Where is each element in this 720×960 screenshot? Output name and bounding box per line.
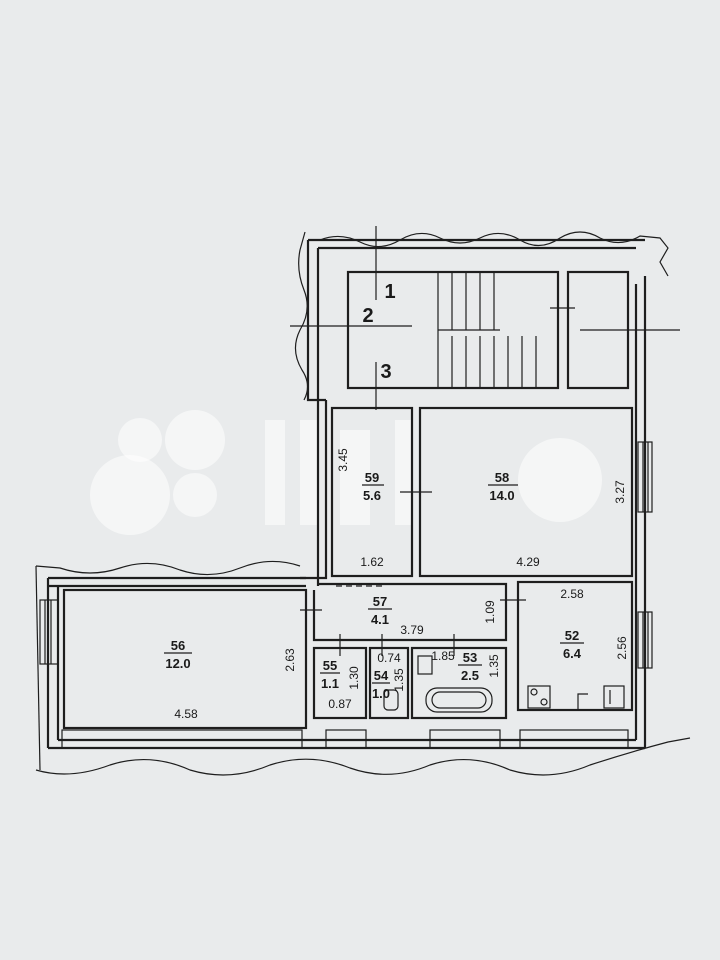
staircase [290, 226, 680, 410]
dimension-label: 4.29 [516, 555, 540, 569]
room-area: 1.0 [372, 686, 390, 701]
staircase-mark-2: 2 [362, 305, 373, 327]
break-lines [35, 231, 691, 776]
sink-fixture [417, 655, 433, 675]
dimension-label: 4.58 [174, 707, 198, 721]
room-number: 53 [463, 650, 477, 665]
room-area: 12.0 [165, 656, 190, 671]
dimension-label: 2.63 [283, 648, 297, 672]
room-53: 53 2.5 [458, 650, 482, 683]
windows [39, 441, 653, 749]
dimension-label: 1.85 [431, 649, 455, 663]
room-52: 52 6.4 [560, 628, 584, 661]
room-area: 5.6 [363, 488, 381, 503]
room-number: 52 [565, 628, 579, 643]
room-58: 58 14.0 [488, 470, 518, 503]
dimension-label: 3.45 [336, 448, 350, 472]
dimension-label: 1.30 [347, 666, 361, 690]
room-area: 4.1 [371, 612, 389, 627]
dimension-label: 2.56 [615, 636, 629, 660]
kitchen-fixtures [527, 685, 625, 710]
dimension-label: 3.79 [400, 623, 424, 637]
dimension-label: 1.35 [487, 654, 501, 678]
room-area: 14.0 [489, 488, 514, 503]
room-number: 56 [171, 638, 185, 653]
dimension-label: 1.35 [392, 668, 406, 692]
room-59: 59 5.6 [362, 470, 384, 503]
dimension-label: 0.74 [377, 651, 401, 665]
room-57: 57 4.1 [368, 594, 392, 627]
room-number: 59 [365, 470, 379, 485]
room-area: 2.5 [461, 668, 479, 683]
avito-watermark [90, 410, 602, 535]
dimension-label: 3.27 [613, 480, 627, 504]
staircase-mark-3: 3 [380, 361, 391, 383]
room-55: 55 1.1 [320, 658, 340, 691]
dimension-label: 1.09 [483, 600, 497, 624]
room-number: 58 [495, 470, 509, 485]
dimension-label: 0.87 [328, 697, 352, 711]
room-54: 54 1.0 [372, 668, 390, 701]
room-area: 1.1 [321, 676, 339, 691]
room-area: 6.4 [563, 646, 582, 661]
door-marks [300, 491, 526, 656]
staircase-mark-1: 1 [384, 281, 395, 303]
interior-walls [62, 406, 634, 730]
room-number: 57 [373, 594, 387, 609]
toilet-fixture [383, 689, 399, 711]
dimension-labels: 3.45 3.27 1.62 4.29 2.58 1.09 3.79 2.63 … [174, 448, 629, 721]
dimension-label: 2.58 [560, 587, 584, 601]
dimension-label: 1.62 [360, 555, 384, 569]
room-number: 55 [323, 658, 337, 673]
stair-treads [451, 272, 537, 388]
bathtub [425, 687, 493, 713]
room-56: 56 12.0 [164, 638, 192, 671]
room-number: 54 [374, 668, 389, 683]
